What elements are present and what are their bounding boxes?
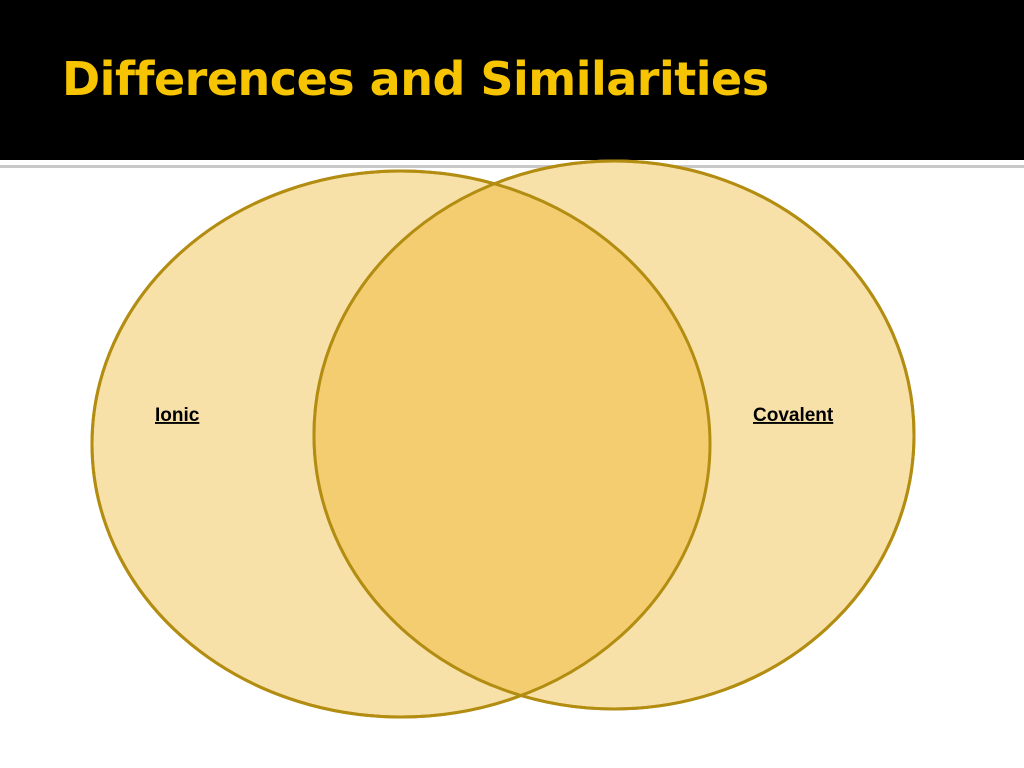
- venn-overlap-region: [314, 171, 710, 709]
- label-covalent: Covalent: [753, 405, 834, 426]
- title-bar: Differences and Similarities: [0, 0, 1024, 160]
- venn-outline-covalent: [312, 159, 916, 711]
- venn-outline-ionic: [90, 169, 712, 719]
- slide-title: Differences and Similarities: [62, 52, 769, 106]
- title-divider-gray: [0, 165, 1024, 168]
- label-ionic: Ionic: [155, 405, 200, 426]
- title-divider-light: [0, 160, 1024, 165]
